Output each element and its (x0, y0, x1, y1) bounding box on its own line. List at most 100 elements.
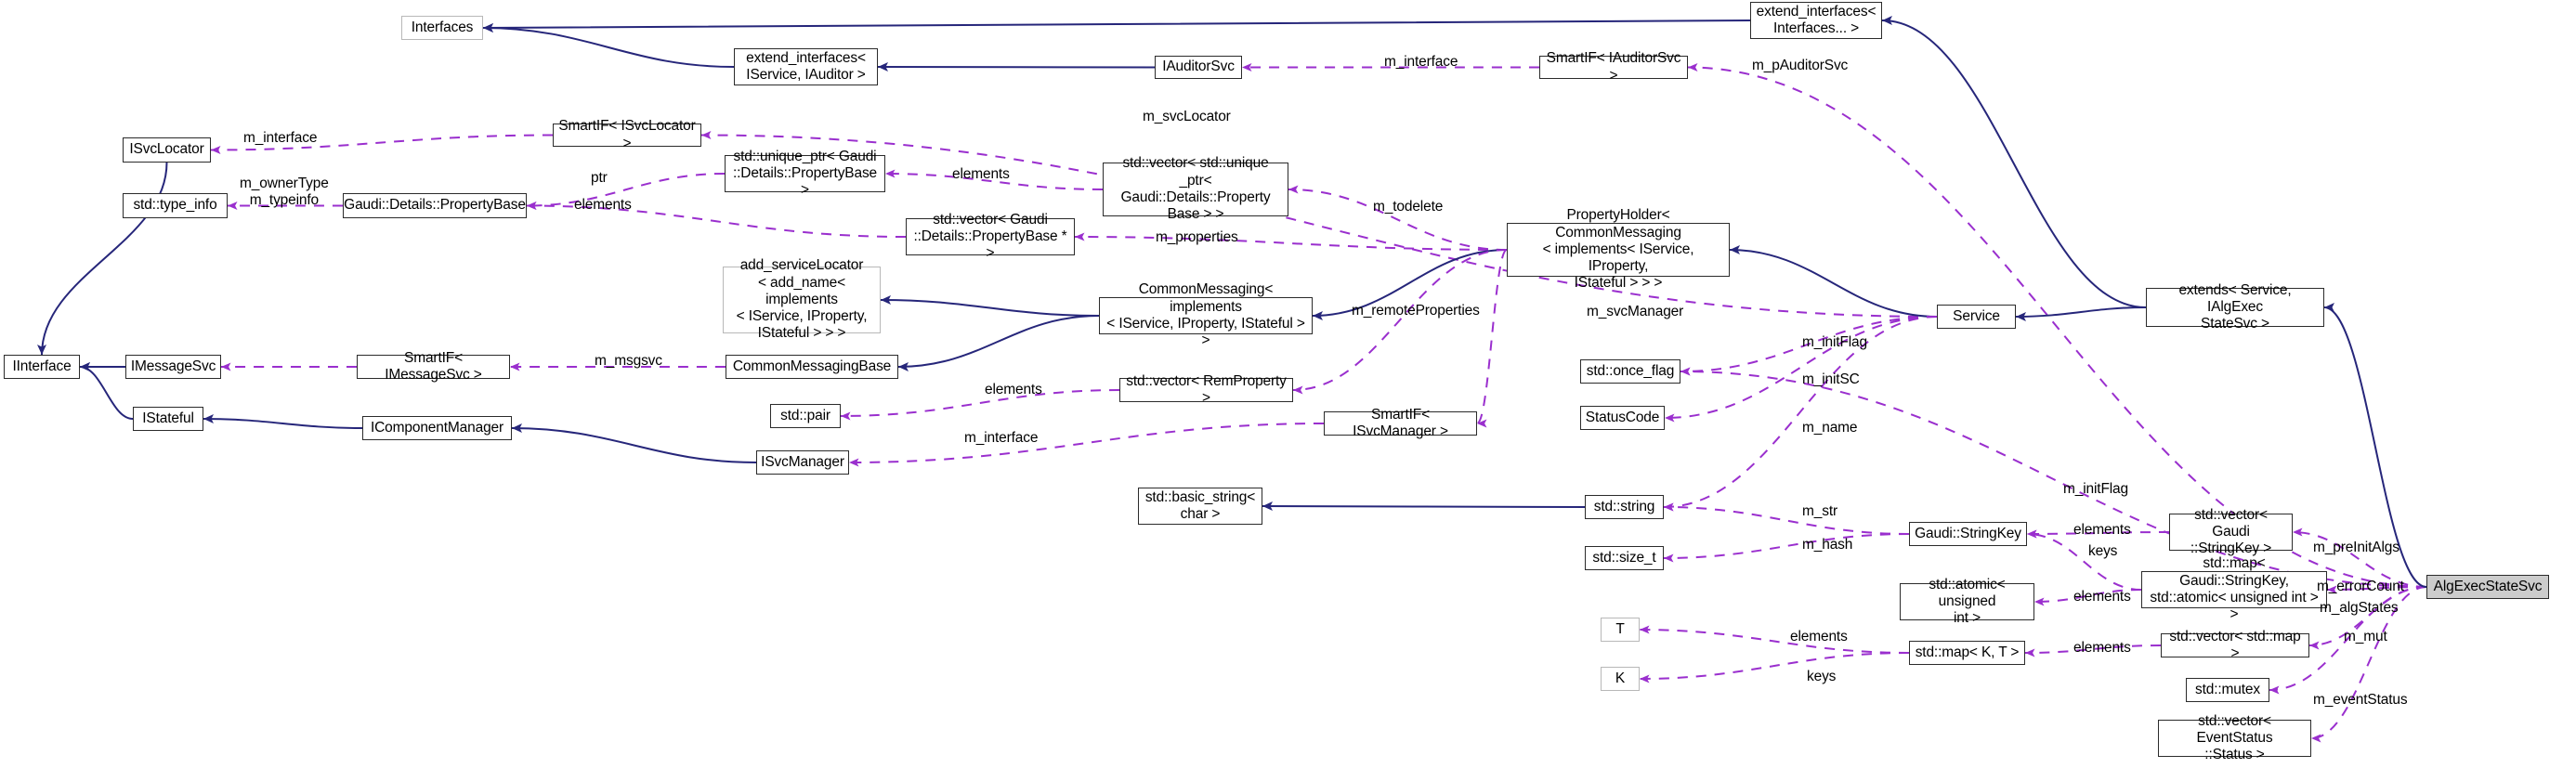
class-node-std_type_info[interactable]: std::type_info (123, 193, 228, 218)
class-node-label: IStateful (142, 410, 194, 426)
class-node-imessagesvc[interactable]: IMessageSvc (125, 355, 221, 379)
class-node-commonmessagingbase[interactable]: CommonMessagingBase (726, 355, 898, 379)
class-node-icomponentmanager[interactable]: IComponentManager (362, 416, 512, 440)
class-node-smartif_isvclocator[interactable]: SmartIF< ISvcLocator > (553, 118, 701, 151)
class-node-atomic_uint[interactable]: std::atomic< unsigned int > (1900, 577, 2034, 626)
class-node-std_string[interactable]: std::string (1585, 495, 1664, 519)
class-node-label: PropertyHolder< CommonMessaging < implem… (1542, 207, 1694, 292)
class-node-vector_eventstatus[interactable]: std::vector< EventStatus ::Status > (2158, 713, 2311, 762)
class-node-label: IComponentManager (370, 419, 504, 436)
class-node-label: std::vector< std::map > (2169, 628, 2301, 661)
class-node-vector_map[interactable]: std::vector< std::map > (2161, 629, 2309, 661)
edge-e48-inheritance (2015, 306, 2147, 321)
class-node-std_mutex[interactable]: std::mutex (2186, 678, 2269, 702)
class-node-label: IInterface (12, 358, 72, 374)
class-node-map_k_t[interactable]: std::map< K, T > (1909, 641, 2025, 665)
edge-label-l_m_remoteProperties: m_remoteProperties (1352, 303, 1480, 319)
class-node-istateful[interactable]: IStateful (133, 407, 203, 431)
class-node-label: SmartIF< ISvcManager > (1353, 406, 1448, 439)
edge-e22-inheritance (37, 162, 168, 356)
class-node-extend_interfaces_isvc[interactable]: extend_interfaces< IService, IAuditor > (734, 48, 878, 85)
class-node-interfaces[interactable]: Interfaces (401, 16, 483, 40)
edge-label-l_elements_stringkey: elements (2073, 522, 2131, 538)
class-node-smartif_iauditorsvc[interactable]: SmartIF< IAuditorSvc > (1539, 50, 1688, 84)
class-node-vector_remproperty[interactable]: std::vector< RemProperty > (1119, 373, 1293, 406)
edge-e30-usage (1664, 316, 1938, 423)
class-node-label: std::map< Gaudi::StringKey, std::atomic<… (2150, 555, 2319, 623)
class-node-label: K (1615, 670, 1626, 686)
class-node-label: std::string (1593, 498, 1655, 514)
class-node-label: std::atomic< unsigned int > (1929, 576, 2006, 627)
class-node-label: extend_interfaces< IService, IAuditor > (746, 49, 866, 83)
class-node-std_once_flag[interactable]: std::once_flag (1580, 359, 1680, 384)
edge-label-l_m_algStates: m_algStates (2320, 600, 2399, 616)
edge-e24-inheritance (203, 414, 363, 429)
edge-label-l_keys_k: keys (1807, 669, 1837, 684)
class-node-gaudi_stringkey[interactable]: Gaudi::StringKey (1909, 522, 2027, 546)
class-node-extend_interfaces_var[interactable]: extend_interfaces< Interfaces... > (1750, 2, 1882, 39)
class-node-extends_service[interactable]: extends< Service, IAlgExec StateSvc > (2146, 282, 2324, 332)
edge-label-l_elements_propbase: elements (574, 197, 632, 213)
class-node-label: CommonMessaging< implements < IService, … (1106, 281, 1305, 349)
edge-e34-usage (1663, 533, 1910, 563)
class-node-label: SmartIF< IAuditorSvc > (1546, 50, 1681, 84)
class-node-map_stringkey_atomic[interactable]: std::map< Gaudi::StringKey, std::atomic<… (2141, 555, 2327, 622)
class-node-add_servicelocator[interactable]: add_serviceLocator < add_name< implement… (723, 257, 881, 341)
edge-label-l_m_interface_auditor: m_interface (1384, 54, 1458, 70)
edge-label-l_m_interface_svcmgr: m_interface (964, 430, 1039, 446)
class-node-propertyholder[interactable]: PropertyHolder< CommonMessaging < implem… (1507, 207, 1730, 291)
class-node-label: std::vector< Gaudi ::StringKey > (2190, 506, 2272, 557)
class-node-vector_propbase_ptr[interactable]: std::vector< Gaudi ::Details::PropertyBa… (906, 212, 1075, 261)
edge-label-l_m_mut: m_mut (2344, 629, 2387, 644)
class-node-std_size_t[interactable]: std::size_t (1585, 546, 1664, 570)
class-node-label: IMessageSvc (130, 358, 216, 374)
class-node-gaudi_propertybase[interactable]: Gaudi::Details::PropertyBase (343, 193, 527, 218)
class-node-vector_stringkey[interactable]: std::vector< Gaudi ::StringKey > (2169, 507, 2293, 556)
class-node-label: std::basic_string< char > (1144, 488, 1256, 522)
edge-label-l_m_errorCount: m_errorCount (2317, 579, 2404, 594)
edge-e13-usage (1074, 232, 1508, 251)
class-node-label: std::type_info (133, 197, 217, 214)
edge-e27-usage (848, 423, 1325, 467)
edge-e14-inheritance (880, 295, 1100, 317)
class-node-basic_string_char[interactable]: std::basic_string< char > (1138, 488, 1262, 525)
edge-e33-usage (1663, 502, 1910, 535)
class-node-label: Interfaces (411, 19, 474, 35)
class-node-iinterface[interactable]: IInterface (4, 355, 80, 379)
class-node-algexecstatesvc[interactable]: AlgExecStateSvc (2426, 575, 2549, 599)
edge-e36-usage (2026, 529, 2142, 591)
class-node-isvclocator[interactable]: ISvcLocator (123, 137, 211, 163)
class-node-label: T (1615, 620, 1625, 637)
class-node-std_pair[interactable]: std::pair (770, 404, 841, 428)
class-node-k_param[interactable]: K (1601, 667, 1640, 691)
class-node-statuscode[interactable]: StatusCode (1580, 406, 1665, 430)
class-node-label: extends< Service, IAlgExec StateSvc > (2178, 281, 2292, 332)
class-node-service[interactable]: Service (1937, 305, 2016, 329)
edge-label-l_m_hash: m_hash (1802, 537, 1853, 553)
class-node-isvcmanager[interactable]: ISvcManager (756, 450, 849, 475)
class-node-iauditorsvc[interactable]: IAuditorSvc (1155, 56, 1242, 79)
class-node-label: std::vector< std::unique _ptr< Gaudi::De… (1120, 155, 1271, 223)
edge-label-l_elements_rem: elements (985, 382, 1042, 397)
edge-e3-inheritance (877, 62, 1156, 72)
class-node-smartif_imessagesvc[interactable]: SmartIF< IMessageSvc > (357, 350, 510, 383)
edge-label-l_m_properties: m_properties (1156, 229, 1238, 245)
class-node-commonmessaging[interactable]: CommonMessaging< implements < IService, … (1099, 281, 1313, 348)
edge-label-l_ptr: ptr (591, 170, 608, 186)
class-node-label: std::size_t (1592, 549, 1656, 566)
class-node-label: ISvcLocator (129, 141, 204, 158)
class-node-smartif_isvcmanager[interactable]: SmartIF< ISvcManager > (1324, 407, 1477, 439)
class-node-label: std::vector< RemProperty > (1126, 372, 1287, 406)
edge-label-l_m_todelete: m_todelete (1373, 199, 1444, 215)
class-node-t_param[interactable]: T (1601, 618, 1640, 642)
edge-e17-usage (1292, 249, 1508, 395)
class-node-label: IAuditorSvc (1162, 59, 1235, 75)
edge-label-l_m_initFlag_alg: m_initFlag (2063, 481, 2128, 497)
class-node-vector_unique_ptr[interactable]: std::vector< std::unique _ptr< Gaudi::De… (1103, 155, 1288, 222)
class-node-label: Gaudi::Details::PropertyBase (344, 197, 526, 214)
class-node-label: std::once_flag (1586, 362, 1675, 379)
class-node-unique_ptr_propbase[interactable]: std::unique_ptr< Gaudi ::Details::Proper… (725, 149, 885, 198)
edge-e39-usage (1639, 652, 1910, 683)
class-node-label: Gaudi::StringKey (1915, 525, 2021, 541)
